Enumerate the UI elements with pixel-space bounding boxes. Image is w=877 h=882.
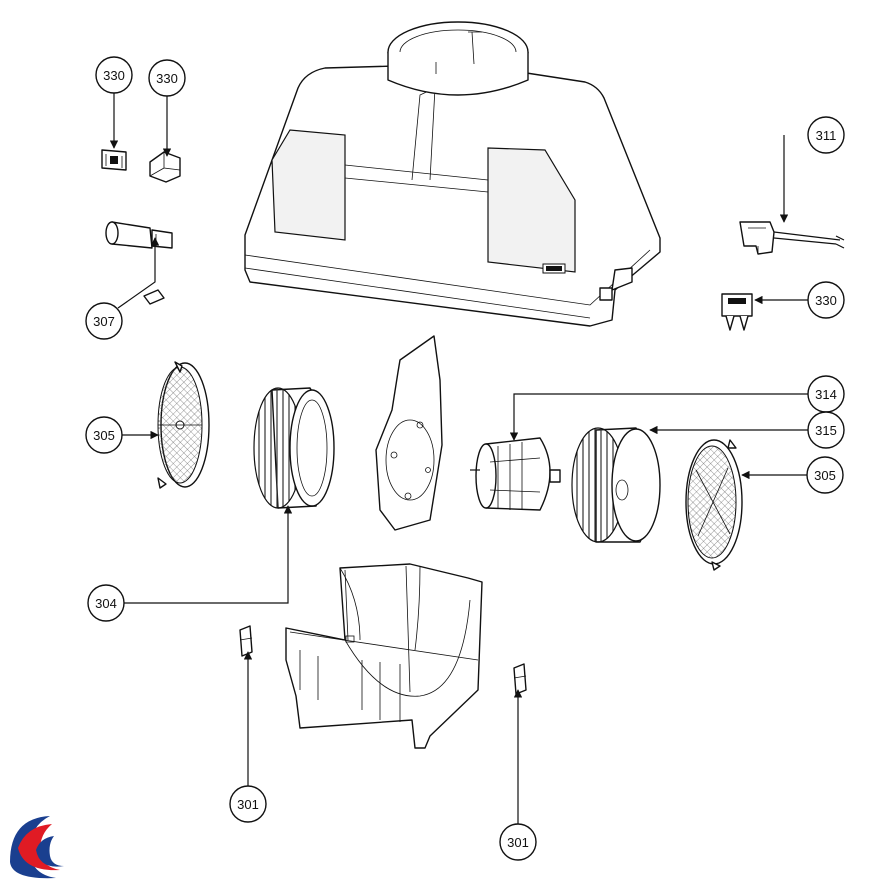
callout-305-left: 305	[85, 416, 123, 454]
callout-330-c: 330	[807, 281, 845, 319]
callout-label: 311	[816, 128, 837, 143]
callout-305-right: 305	[806, 456, 844, 494]
clip-part-301-left	[239, 625, 253, 657]
leader-lines	[109, 93, 810, 824]
callout-label: 330	[156, 71, 178, 86]
callout-label: 330	[815, 293, 837, 308]
callout-label: 314	[815, 387, 837, 402]
callout-301-left: 301	[229, 785, 267, 823]
callout-304: 304	[87, 584, 125, 622]
callout-label: 301	[507, 835, 529, 850]
relay-part-330	[101, 149, 127, 171]
brand-logo	[10, 816, 64, 879]
callout-301-right: 301	[499, 823, 537, 861]
callout-label: 305	[93, 428, 115, 443]
blower-wheel-315	[571, 427, 661, 543]
callout-314: 314	[807, 375, 845, 413]
callout-315: 315	[807, 411, 845, 449]
callout-label: 330	[103, 68, 125, 83]
motor-314	[470, 437, 561, 511]
capacitor-part-307	[105, 221, 173, 249]
callout-label: 304	[95, 596, 117, 611]
connector-part-330	[721, 293, 753, 331]
callout-label: 301	[237, 797, 259, 812]
power-cord-311	[739, 221, 845, 255]
callout-330-b: 330	[148, 59, 186, 97]
inlet-grille-305-left	[157, 361, 210, 489]
blower-housing	[285, 563, 483, 749]
callout-311: 311	[807, 116, 845, 154]
callout-307: 307	[85, 302, 123, 340]
switch-part-330	[149, 151, 181, 183]
callout-label: 307	[93, 314, 115, 329]
inlet-grille-305-right	[685, 439, 743, 571]
hood-housing	[244, 21, 661, 327]
clip-part-301-right	[513, 663, 527, 695]
callout-330-a: 330	[95, 56, 133, 94]
scroll-plate	[375, 335, 443, 531]
clip-part-307	[143, 289, 165, 305]
blower-wheel-304	[253, 387, 335, 509]
callout-label: 305	[814, 468, 836, 483]
callout-label: 315	[815, 423, 837, 438]
